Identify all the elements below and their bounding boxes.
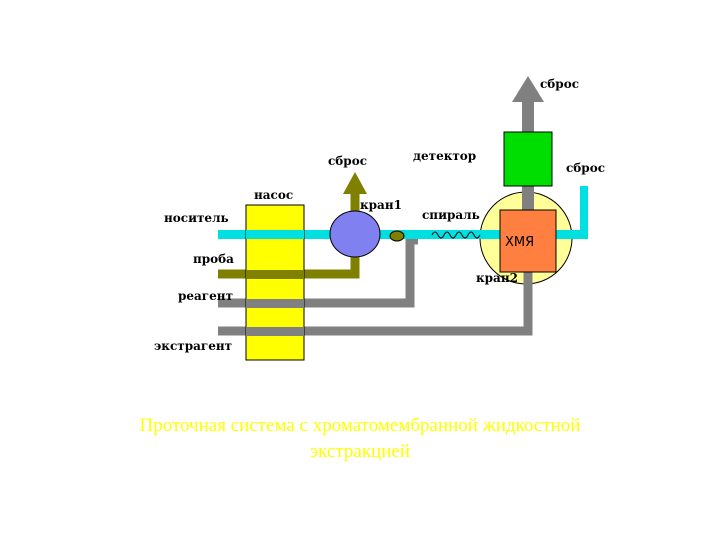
valve1-label: кран1	[360, 198, 402, 212]
valve1	[329, 210, 381, 258]
valve1-waste-arrow	[343, 172, 367, 194]
caption: Проточная система с хроматомембранной жи…	[40, 413, 680, 465]
extractant-label: экстрагент	[154, 339, 232, 353]
reagent-label: реагент	[178, 289, 233, 303]
pump-channel-extractant	[246, 327, 304, 336]
valve2-label: кран2	[476, 271, 518, 285]
pump-body	[245, 204, 305, 361]
pump-channel-carrier	[246, 230, 304, 239]
hmya-label: ХМЯ	[505, 235, 534, 250]
detector	[503, 131, 553, 187]
waste-label-right: сброс	[566, 161, 605, 175]
hmya-block	[499, 209, 557, 273]
detector-label: детектор	[413, 149, 476, 163]
pump-label: насос	[254, 188, 293, 202]
pump-channel-reagent	[246, 299, 304, 308]
carrier-line-right	[554, 230, 588, 239]
detector-waste-line	[522, 100, 534, 132]
reagent-line	[218, 235, 418, 308]
carrier-label: носитель	[164, 211, 229, 225]
detector-waste-arrow	[512, 76, 544, 102]
waste-label-top: сброс	[540, 77, 579, 91]
sample-label: проба	[193, 252, 234, 266]
caption-line-2: экстракцией	[310, 441, 410, 462]
pump-channel-sample	[246, 270, 304, 279]
coil	[431, 231, 481, 239]
waste-right-line	[580, 186, 588, 239]
coil-label: спираль	[422, 208, 480, 222]
waste-label-valve1: сброс	[328, 154, 367, 168]
detector-hmya-pipe	[522, 186, 534, 210]
valve1-small-connector	[389, 230, 405, 242]
extractant-line	[218, 262, 533, 336]
caption-line-1: Проточная система с хроматомембранной жи…	[139, 415, 581, 436]
